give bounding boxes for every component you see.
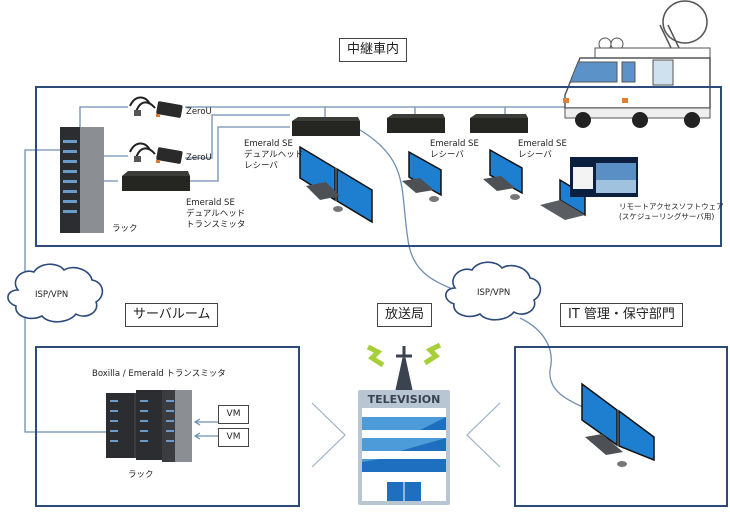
receiver-device-icon-2: [470, 114, 528, 133]
remote-software-label: リモートアクセスソフトウェア (スケジューリングサーバ用): [619, 202, 724, 221]
transmitter-label: Emerald SE デュアルヘッド トランスミッタ: [186, 198, 246, 230]
vm2-arrow-head: [193, 432, 201, 440]
zone-it-department: [514, 346, 728, 507]
zone-title-it-department: IT 管理・保守部門: [560, 303, 683, 327]
vm-box-1: VM: [218, 405, 249, 424]
connector-vehicle-cloud: [359, 129, 456, 291]
zerou-label-1: ZeroU: [186, 107, 212, 117]
connector-zerou2-dualreceiver: [185, 114, 290, 159]
dual-monitor-icon: [299, 145, 373, 224]
dual-receiver-label: Emerald SE デュアルヘッド レシーバ: [244, 139, 304, 171]
server-room-title: Boxilla / Emerald トランスミッタ: [92, 369, 226, 379]
connector-rack-zerou1: [79, 106, 128, 128]
receiver-label-2: Emerald SE レシーバ: [518, 139, 567, 160]
vm1-arrow-head: [193, 418, 201, 426]
rack-icon: [60, 127, 104, 233]
cloud-label-right: ISP/VPN: [477, 288, 511, 298]
dual-receiver-device-icon: [292, 117, 360, 136]
zerou-device-icon-2: [129, 142, 183, 164]
zone-server-room: [35, 346, 300, 507]
transmitter-device-icon: [122, 171, 190, 191]
zone-title-server-room: サーバルーム: [125, 303, 219, 327]
tv-building-sign: TELEVISION: [367, 393, 441, 406]
tv-station-building-icon: [358, 342, 450, 505]
remote-software-screen-icon: [570, 157, 638, 197]
cloud-icon-left: [7, 263, 104, 323]
zone-title-relay-vehicle: 中継車内: [339, 38, 408, 62]
rack-label: ラック: [112, 224, 138, 234]
chevron-right-icon: [311, 402, 346, 468]
receiver-label-1: Emerald SE レシーバ: [430, 139, 479, 160]
zone-relay-vehicle: [35, 86, 722, 247]
receiver-device-icon-1: [387, 114, 445, 133]
chevron-left-icon: [466, 402, 501, 468]
server-rack-label: ラック: [128, 470, 154, 480]
zerou-device-icon-1: [129, 96, 183, 118]
server-rack-cluster-icon: [106, 390, 192, 462]
connector-cloud-it: [519, 317, 591, 411]
broadcast-van-icon: [563, 0, 711, 128]
zone-title-broadcast-station: 放送局: [377, 303, 433, 327]
connector-transmitter-dualreceiver: [190, 126, 290, 182]
it-dual-monitor-icon: [581, 382, 655, 467]
monitor-icon-2: [483, 148, 523, 200]
vm-box-2: VM: [218, 428, 249, 447]
monitor-icon-1: [402, 150, 442, 202]
cloud-icon-right: [445, 261, 542, 321]
cloud-label-left: ISP/VPN: [35, 290, 69, 300]
zerou-label-2: ZeroU: [186, 153, 212, 163]
